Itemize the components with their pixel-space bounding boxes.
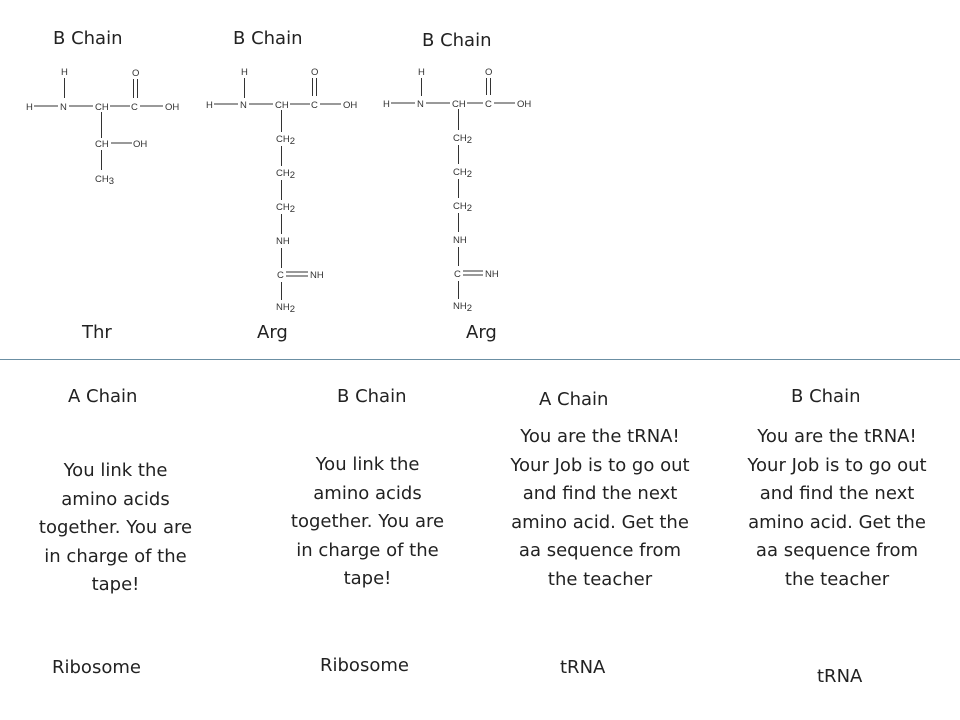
atom-oh: OH — [517, 99, 531, 110]
chain-label-arg-2: B Chain — [422, 30, 492, 51]
card-1-chain-label: A Chain — [68, 386, 138, 407]
atom-o: O — [132, 68, 139, 79]
atom-ch-alpha: CH — [275, 100, 289, 111]
atom-n: N — [240, 100, 247, 111]
atom-ch2-2: CH2 — [276, 168, 295, 181]
threonine-structure: H H N CH C O OH CH OH CH3 — [26, 67, 179, 187]
atom-n: N — [60, 102, 67, 113]
card-4-role-label: tRNA — [817, 666, 863, 687]
atom-nh2: NH2 — [453, 301, 472, 314]
atom-h-top: H — [241, 67, 248, 78]
atom-c-guanidino: C — [277, 270, 284, 281]
arginine-structure-2: H H N CH C O OH CH2 CH2 CH2 NH C NH NH2 — [383, 67, 531, 314]
atom-n: N — [417, 99, 424, 110]
atom-o: O — [485, 67, 492, 78]
atom-oh: OH — [165, 102, 179, 113]
atom-c-guanidino: C — [454, 269, 461, 280]
amino-acid-name-arg-2: Arg — [466, 322, 497, 343]
card-2-role-label: Ribosome — [320, 655, 409, 676]
atom-h-left: H — [26, 102, 33, 113]
atom-ch2-3: CH2 — [276, 202, 295, 215]
atom-h-left: H — [206, 100, 213, 111]
card-4-description: You are the tRNA! Your Job is to go out … — [747, 426, 927, 590]
card-1-role-label: Ribosome — [52, 657, 141, 678]
atom-ch-alpha: CH — [95, 102, 109, 113]
atom-ch2-3: CH2 — [453, 201, 472, 214]
chain-label-arg-1: B Chain — [233, 28, 303, 49]
atom-nh: NH — [276, 236, 290, 247]
atom-oh: OH — [343, 100, 357, 111]
atom-nh: NH — [453, 235, 467, 246]
atom-c-carboxyl: C — [485, 99, 492, 110]
atom-oh-side: OH — [133, 139, 147, 150]
atom-c-carboxyl: C — [131, 102, 138, 113]
card-2-description: You link the amino acids together. You a… — [290, 454, 445, 590]
card-4-chain-label: B Chain — [791, 386, 861, 407]
amino-acid-name-arg-1: Arg — [257, 322, 288, 343]
atom-h-left: H — [383, 99, 390, 110]
atom-h-top: H — [418, 67, 425, 78]
section-divider — [0, 359, 960, 360]
card-2-chain-label: B Chain — [337, 386, 407, 407]
atom-o: O — [311, 67, 318, 78]
atom-c-carboxyl: C — [311, 100, 318, 111]
card-3-chain-label: A Chain — [539, 389, 609, 410]
card-3-description: You are the tRNA! Your Job is to go out … — [510, 426, 690, 590]
atom-ch-beta: CH — [95, 139, 109, 150]
atom-ch3: CH3 — [95, 174, 114, 187]
chain-label-thr: B Chain — [53, 28, 123, 49]
atom-ch2-1: CH2 — [276, 134, 295, 147]
atom-nh-imine: NH — [310, 270, 324, 281]
atom-nh2: NH2 — [276, 302, 295, 315]
atom-ch2-2: CH2 — [453, 167, 472, 180]
arginine-structure-1: H H N CH C O OH CH2 CH2 CH2 NH C NH NH2 — [206, 67, 357, 315]
atom-h-top: H — [61, 67, 68, 78]
atom-ch2-1: CH2 — [453, 133, 472, 146]
card-3-role-label: tRNA — [560, 657, 606, 678]
card-1-description: You link the amino acids together. You a… — [38, 460, 193, 596]
atom-nh-imine: NH — [485, 269, 499, 280]
atom-ch-alpha: CH — [452, 99, 466, 110]
amino-acid-name-thr: Thr — [82, 322, 112, 343]
